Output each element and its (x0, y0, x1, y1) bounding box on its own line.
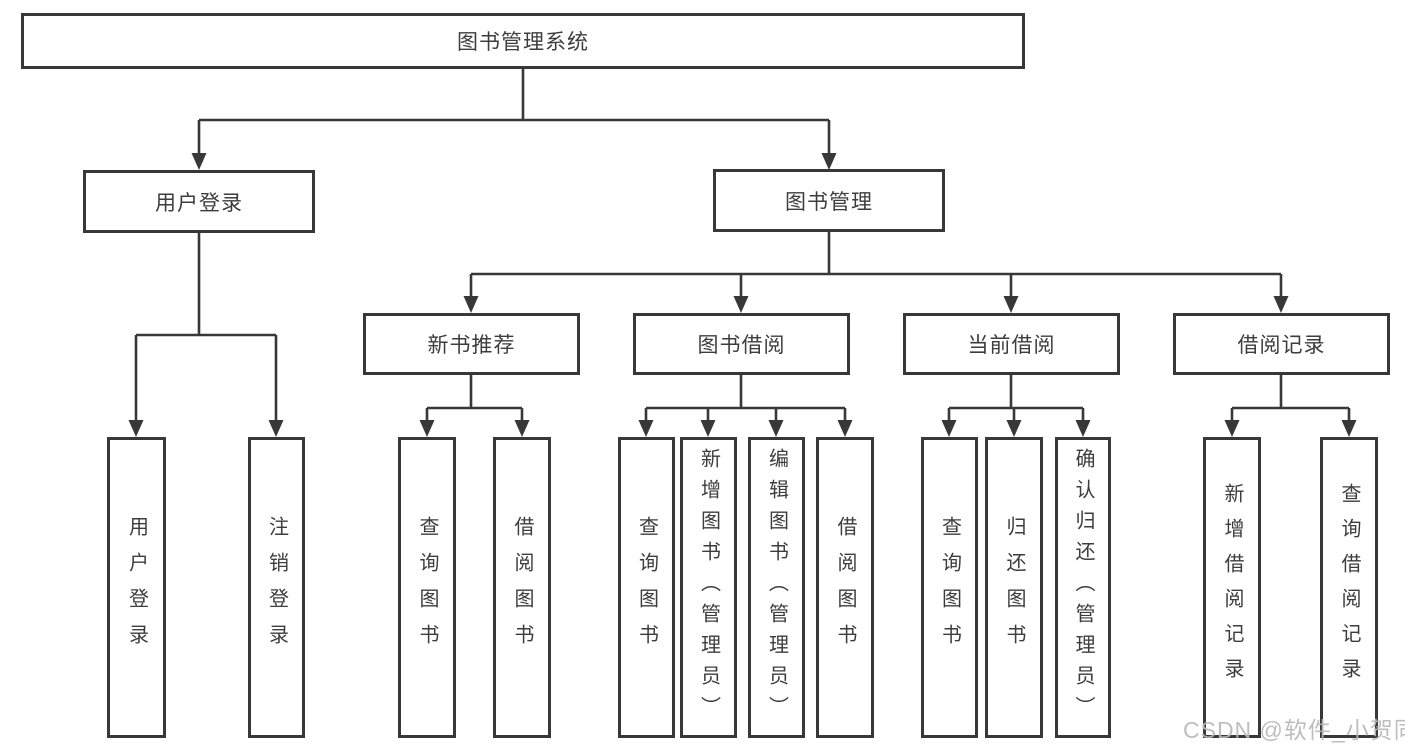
leaf-user-login: 用户登录 (107, 437, 166, 738)
leaf-query-borrow-record: 查询借阅记录 (1320, 437, 1378, 738)
node-current-borrowing: 当前借阅 (903, 313, 1120, 375)
leaf-query-books-current: 查询图书 (921, 437, 978, 738)
leaf-return-books: 归还图书 (985, 437, 1043, 738)
node-user-login: 用户登录 (83, 170, 315, 233)
leaf-confirm-return-admin: 确认归还（管理员） (1055, 437, 1111, 738)
node-borrowing-records: 借阅记录 (1173, 313, 1390, 375)
leaf-borrow-books: 借阅图书 (816, 437, 874, 738)
leaf-add-borrow-record: 新增借阅记录 (1203, 437, 1261, 738)
leaf-logout: 注销登录 (248, 437, 305, 738)
node-new-book-recommendation: 新书推荐 (363, 313, 580, 375)
leaf-edit-books-admin: 编辑图书（管理员） (748, 437, 805, 738)
csdn-watermark: CSDN @软件_小贺同学 (1183, 717, 1405, 743)
leaf-query-books-recommend: 查询图书 (398, 437, 456, 738)
node-book-borrowing: 图书借阅 (633, 313, 850, 375)
leaf-query-books-borrowing: 查询图书 (618, 437, 675, 738)
node-book-management: 图书管理 (713, 169, 945, 232)
leaf-add-books-admin: 新增图书（管理员） (680, 437, 737, 738)
leaf-borrow-books-recommend: 借阅图书 (493, 437, 551, 738)
node-root-library-management-system: 图书管理系统 (21, 13, 1025, 69)
